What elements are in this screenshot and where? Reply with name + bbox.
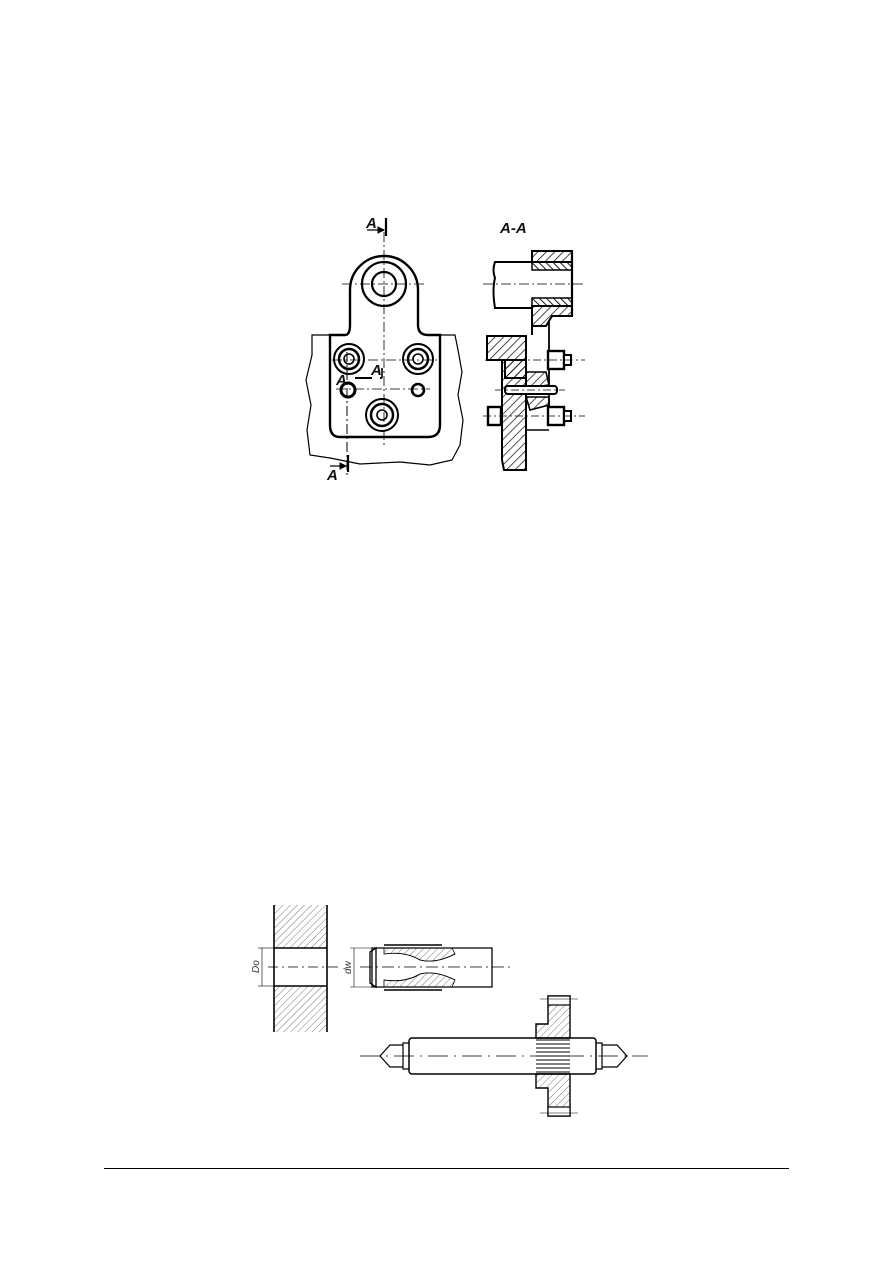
bolt-bottom-icon (365, 398, 399, 432)
bolt-top-right-icon (402, 343, 434, 375)
mandrel (360, 995, 648, 1117)
bored-block (258, 905, 340, 1032)
cut-label-top: A (365, 215, 377, 232)
section-view (483, 250, 585, 471)
footer-rule (104, 1168, 789, 1169)
mandrel-drawing: Do dw (251, 905, 648, 1117)
bolt-top-left-icon (333, 343, 365, 375)
front-view (305, 218, 464, 478)
expanding-pin (350, 944, 510, 991)
mandrel-pin-figure: Do dw (240, 890, 670, 1130)
bracket-section-figure: A A A A A-A (300, 200, 600, 490)
pin-hole-right-icon (410, 382, 426, 398)
cut-label-inner-vertical: A (370, 362, 382, 379)
dim-label-pin-diameter: dw (343, 960, 354, 974)
dim-label-bore-diameter: Do (251, 960, 262, 973)
bracket-drawing: A A A A A-A (305, 215, 585, 484)
cut-label-bottom: A (326, 467, 338, 484)
pin-hole-left-icon (339, 381, 357, 399)
section-title: A-A (499, 220, 527, 237)
cut-label-inner-horizontal: A (335, 372, 347, 389)
